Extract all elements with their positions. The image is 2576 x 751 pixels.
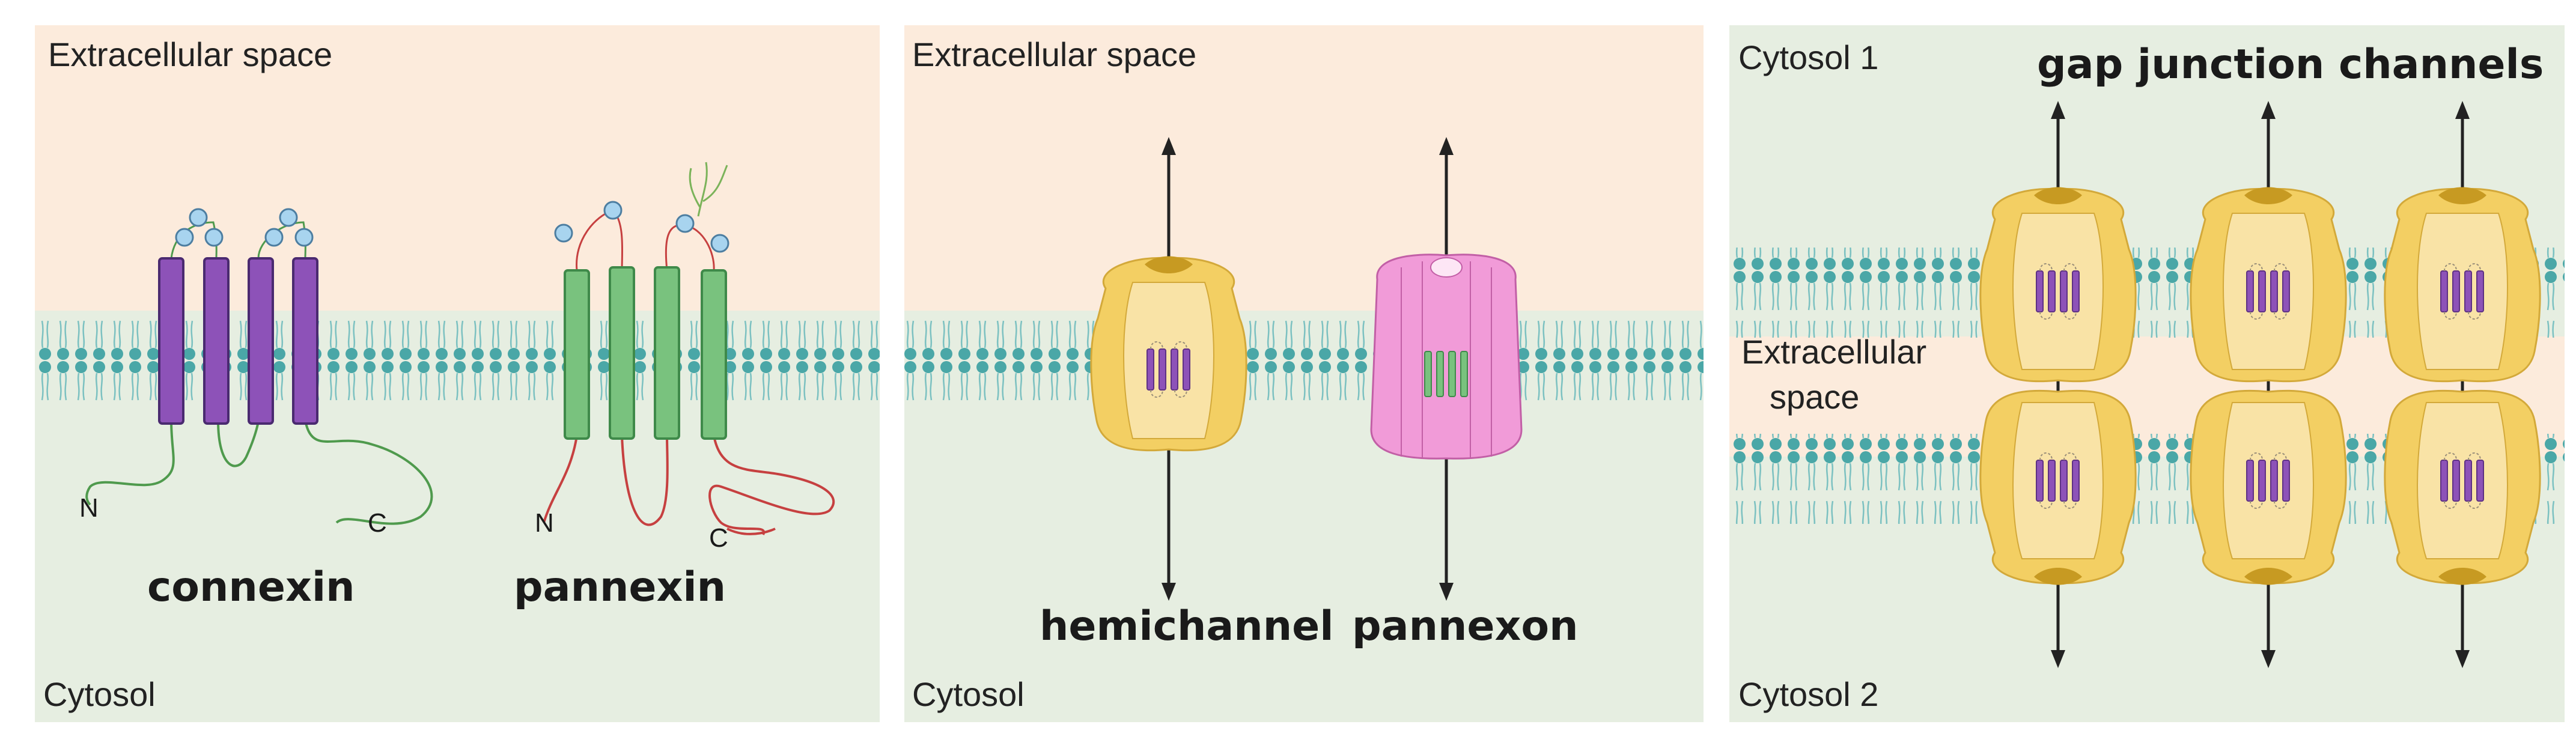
pannexin-helix-3 [654, 266, 680, 440]
gap-junction-channel-1 [1979, 101, 2137, 668]
pannexon-arrow-up [1439, 137, 1454, 155]
hemichannel: hemichannel [1040, 137, 1334, 650]
pannexin-helix-4 [701, 269, 727, 440]
panel-left: Extracellular space Cytosol N C conn [35, 25, 880, 722]
connexin-label: connexin [147, 564, 355, 611]
connexin-c-terminus: C [368, 508, 387, 538]
panel-right-middle-label-line2: space [1770, 378, 1859, 416]
panel-middle-membrane [904, 311, 1704, 401]
pannexon-arrow-down [1439, 583, 1454, 601]
pannexin-c-terminus: C [709, 523, 728, 553]
pannexon: pannexon [1352, 137, 1579, 650]
panel-middle-top-label: Extracellular space [912, 35, 1196, 73]
hemichannel-arrow-down [1162, 583, 1176, 601]
pannexin-helix-1 [564, 269, 590, 440]
panel-left-top-label: Extracellular space [48, 35, 332, 73]
pannexon-label: pannexon [1352, 603, 1579, 650]
pannexin-label: pannexin [514, 564, 726, 611]
pannexin-protein: N C pannexin [514, 162, 835, 611]
pannexin-n-terminus: N [535, 508, 554, 538]
panel-middle: Extracellular space Cytosol hemichannel … [904, 25, 1704, 722]
connexin-protein: N C connexin [79, 208, 433, 611]
connexin-helix-2 [203, 257, 230, 425]
connexin-helix-4 [292, 257, 318, 425]
hemichannel-arrow-up [1162, 137, 1176, 155]
connexin-helix-1 [158, 257, 184, 425]
connexin-n-terminus: N [79, 493, 99, 523]
pannexin-helix-2 [609, 266, 635, 440]
panel-right-title: gap junction channels [2037, 41, 2544, 88]
panel-right-top-label: Cytosol 1 [1738, 38, 1878, 76]
connexin-helix-3 [248, 257, 274, 425]
panel-right-middle-label-line1: Extracellular [1741, 333, 1926, 371]
panel-right-bottom-label: Cytosol 2 [1738, 675, 1878, 713]
gap-junction-channel-2 [2190, 101, 2347, 668]
gap-junction-channel-3 [2384, 101, 2541, 668]
panel-middle-extracellular [904, 25, 1704, 311]
glycosylation-icon [689, 162, 728, 217]
panel-right: Cytosol 1 gap junction channels Extracel… [1729, 25, 2565, 722]
hemichannel-label: hemichannel [1040, 603, 1334, 650]
panel-left-bottom-label: Cytosol [43, 675, 156, 713]
panel-middle-bottom-label: Cytosol [912, 675, 1025, 713]
